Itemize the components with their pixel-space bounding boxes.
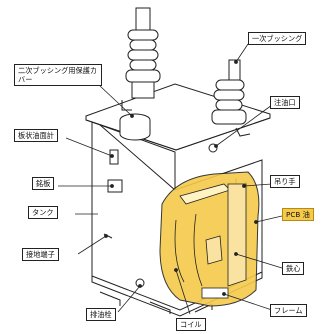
label-core: 鉄心 [282,262,305,275]
coil-core-assembly [159,171,260,307]
primary-bushing-right [211,59,247,125]
leader-lines [58,43,283,315]
label-oil-gauge: 板状油面計 [14,129,58,142]
label-coil: コイル [176,318,206,331]
label-lifting-lug: 吊り手 [270,175,300,188]
label-frame: フレーム [270,304,307,317]
secondary-bushing-cover-shape [119,113,151,141]
primary-bushing-left [125,7,161,99]
label-oil-filler: 注油口 [270,96,300,109]
label-drain-plug: 排油栓 [86,308,116,321]
label-tank: タンク [28,206,58,219]
label-secondary-bushing-cover: 二次ブッシング用保護カバー [14,64,102,86]
label-pcb-oil: PCB 油 [282,208,314,221]
oil-gauge-shape [109,149,119,165]
label-nameplate: 銘板 [32,177,55,190]
label-primary-bushing: 一次ブッシング [248,32,307,45]
label-ground-terminal: 接地端子 [22,248,59,261]
